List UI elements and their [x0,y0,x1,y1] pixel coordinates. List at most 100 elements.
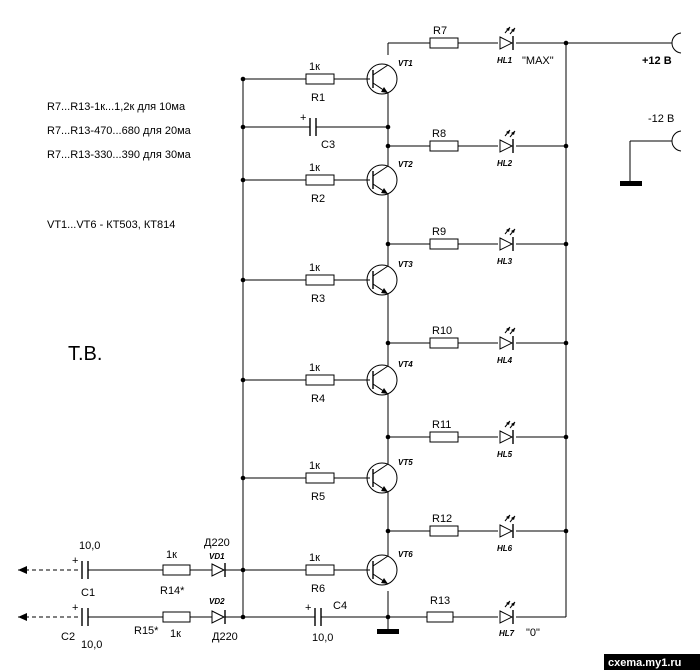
transistor-body [366,63,398,95]
transistor-body [366,164,398,196]
cap-c3-label: C3 [321,139,335,151]
resistor-label: R6 [311,583,325,595]
resistor-r4 [305,374,335,386]
watermark-box [604,654,700,670]
transistor-label: VT1 [398,59,413,68]
led-max-label: "MAX" [522,55,554,67]
led-label: HL2 [497,159,513,168]
r14-value: 1к [166,549,177,561]
wiring [18,32,682,634]
resistor-r11 [429,431,459,443]
led-row-7 [499,600,516,624]
r15-value: 1к [170,628,181,640]
note-20ma: R7...R13-470...680 для 20ма [47,125,192,137]
cap-c2-value: 10,0 [81,639,102,651]
resistor-r10 [429,337,459,349]
resistor-r9 [429,238,459,250]
resistor-r3 [305,274,335,286]
transistor-label: VT2 [398,160,413,169]
cap-c4-plus: + [305,602,311,614]
cap-c4-value: 10,0 [312,632,333,644]
resistor-label: R11 [432,419,451,431]
node-dot [240,614,246,620]
vd1-label: VD1 [209,552,225,561]
cap-c2-plus: + [72,602,78,614]
resistor-r7 [429,37,459,49]
power-negative-label: -12 В [648,113,674,125]
led-hl7-label: HL7 [499,629,515,638]
resistor-label: R5 [311,491,325,503]
resistor-label: R4 [311,393,325,405]
resistor-r2 [305,174,335,186]
r14-label: R14* [160,585,185,597]
resistor-r6 [305,564,335,576]
resistor-r12 [429,525,459,537]
resistor-label: R1 [311,92,325,104]
resistor-value: 1к [309,362,320,374]
cap-c2-label: C2 [61,631,75,643]
resistor-label: R8 [432,128,446,140]
resistor-value: 1к [309,61,320,73]
author-label: Т.В. [68,343,102,365]
led-zero-label: "0" [526,627,540,639]
resistor-label: R7 [433,25,447,37]
resistor-value: 1к [309,552,320,564]
led-label: HL1 [497,56,513,65]
node-dot [240,124,246,130]
resistor-label: R3 [311,293,325,305]
vd1-type: Д220 [204,537,230,549]
resistor-r1 [305,73,335,85]
cap-c3-plus: + [300,112,306,124]
resistor-label: R10 [432,325,452,337]
transistor-body [366,462,398,494]
transistor-label: VT6 [398,550,413,559]
transistor-label: VT3 [398,260,413,269]
resistor-label: R9 [432,226,446,238]
r15-label: R15* [134,625,159,637]
resistor-r5 [305,472,335,484]
led-label: HL5 [497,450,513,459]
transistor-stages: 1кR1VT11кR2VT21кR3VT31кR4VT41кR5VT51кR6V… [240,59,413,595]
note-30ma: R7...R13-330...390 для 30ма [47,149,192,161]
resistor-label: R2 [311,193,325,205]
vd2-type: Д220 [212,631,238,643]
resistor-r8 [429,140,459,152]
resistor-value: 1к [309,262,320,274]
resistor-r13 [426,611,454,623]
node-dot [385,614,391,620]
resistor-value: 1к [309,460,320,472]
watermark: cxema.my1.ru [608,657,681,669]
vd2-label: VD2 [209,597,225,606]
transistor-label: VT4 [398,360,413,369]
note-transistors: VT1...VT6 - КТ503, КТ814 [47,219,175,231]
resistor-label: R12 [432,513,452,525]
led-label: HL4 [497,356,513,365]
power-positive-label: +12 В [642,55,672,67]
transistor-label: VT5 [398,458,413,467]
node-dot [385,124,391,130]
transistor-body [366,264,398,296]
cap-c4-label: C4 [333,600,347,612]
led-label: HL3 [497,257,513,266]
cap-c1-value: 10,0 [79,540,100,552]
cap-c1-label: C1 [81,587,95,599]
resistor-r13-label: R13 [430,595,450,607]
note-10ma: R7...R13-1к...1,2к для 10ма [47,101,186,113]
transistor-body [366,554,398,586]
cap-c1-plus: + [72,555,78,567]
resistor-value: 1к [309,162,320,174]
transistor-body [366,364,398,396]
